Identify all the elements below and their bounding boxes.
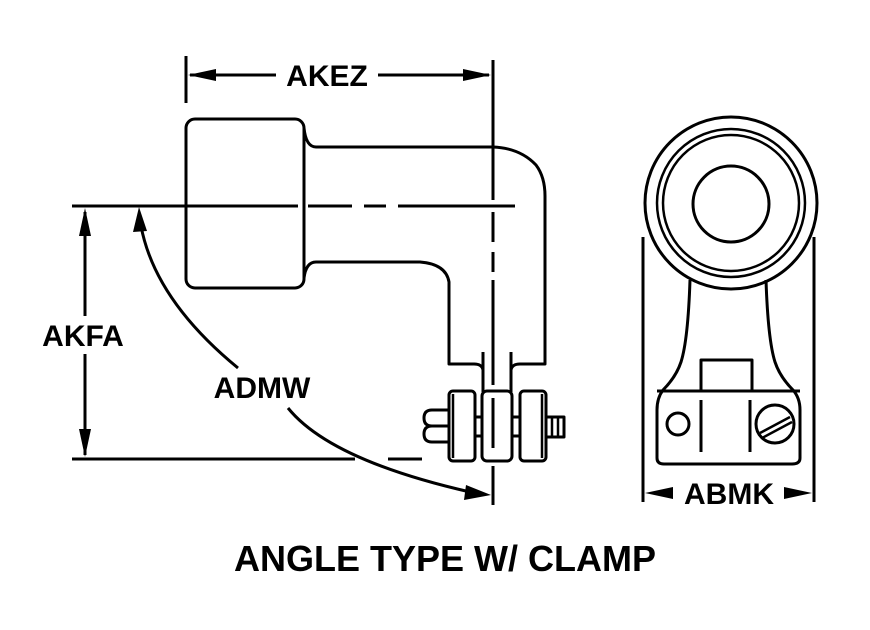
elbow-body xyxy=(302,127,547,371)
clamp-tab xyxy=(699,358,754,393)
dimension-akfa: AKFA xyxy=(42,208,124,457)
arrowhead-up xyxy=(79,208,91,236)
diagram-title: ANGLE TYPE W/ CLAMP xyxy=(234,538,656,579)
label-akez: AKEZ xyxy=(286,60,368,93)
inner-bore xyxy=(691,164,771,244)
arrowhead-right xyxy=(463,69,491,81)
label-admw: ADMW xyxy=(214,372,311,405)
screw-slot xyxy=(759,415,791,435)
arrowhead-down xyxy=(79,429,91,457)
clamp-assembly xyxy=(422,389,566,463)
arrowhead-up xyxy=(133,207,147,232)
clamp-arm xyxy=(655,279,802,466)
screw-head-icon xyxy=(754,403,796,445)
dimension-admw: ADMW xyxy=(133,207,491,500)
label-abmk: ABMK xyxy=(684,478,774,511)
arrowhead-left xyxy=(188,69,216,81)
ring-3 xyxy=(661,133,801,273)
arrowhead-right xyxy=(784,487,812,499)
arrowhead-right xyxy=(464,485,491,500)
ring-2 xyxy=(655,127,807,279)
arrowhead-left xyxy=(645,487,673,499)
dimension-akez: AKEZ xyxy=(184,56,491,103)
arc-lower xyxy=(286,407,471,494)
clamp-center xyxy=(480,389,514,463)
label-akfa: AKFA xyxy=(42,320,124,353)
clamp-nut-left xyxy=(422,408,449,444)
clamp-screw-stub xyxy=(544,415,566,439)
side-view xyxy=(72,60,566,505)
end-view xyxy=(643,115,819,466)
arc-upper xyxy=(139,225,239,370)
screw-slot xyxy=(761,420,793,440)
hole-icon xyxy=(665,411,691,437)
outer-ring xyxy=(643,115,819,291)
coupling-nut xyxy=(184,117,306,290)
dimension-abmk: ABMK xyxy=(641,237,816,511)
